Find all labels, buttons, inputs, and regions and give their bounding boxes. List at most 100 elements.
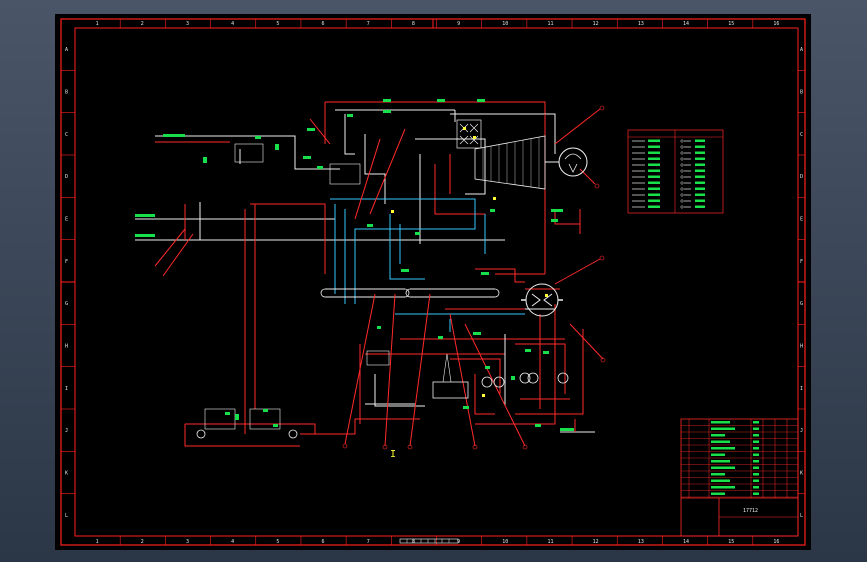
legend-label-left: [648, 175, 660, 178]
zone-col-bottom-13: 13: [638, 539, 644, 545]
zone-row-right-K: K: [800, 471, 803, 477]
title-block-entry: [711, 473, 725, 476]
zone-row-left-C: C: [65, 132, 68, 138]
legend-label-right: [695, 163, 705, 166]
legend-table: [627, 129, 724, 214]
zone-col-top-3: 3: [186, 21, 189, 27]
zone-row-right-I: I: [800, 386, 803, 392]
zone-row-left-A: A: [65, 47, 68, 53]
zone-col-bottom-8: 8: [412, 539, 415, 545]
legend-symbol-right: [680, 157, 684, 161]
zone-col-bottom-7: 7: [367, 539, 370, 545]
zone-col-bottom-16: 16: [773, 539, 779, 545]
zone-row-left-K: K: [65, 471, 68, 477]
title-block-entry: [711, 434, 725, 437]
title-block-qty: [753, 440, 759, 443]
legend-symbol-right: [680, 205, 684, 209]
zone-row-right-J: J: [800, 428, 803, 434]
zone-col-bottom-6: 6: [322, 539, 325, 545]
pipe-network: [135, 101, 604, 447]
zone-col-top-9: 9: [457, 21, 460, 27]
zone-col-bottom-15: 15: [728, 539, 734, 545]
pumps: [196, 372, 569, 439]
zone-col-top-11: 11: [547, 21, 553, 27]
title-block: 17712: [680, 418, 799, 537]
zone-row-left-D: D: [65, 174, 68, 180]
legend-symbol-right: [680, 163, 684, 167]
zone-row-left-J: J: [65, 428, 68, 434]
zone-col-top-13: 13: [638, 21, 644, 27]
turbine-casing: [474, 135, 546, 190]
legend-symbol-right: [680, 181, 684, 185]
legend-label-right: [695, 199, 705, 202]
title-block-entry: [711, 492, 725, 495]
legend-symbol-right: [680, 145, 684, 149]
green-tags: [135, 99, 574, 431]
legend-label-left: [648, 205, 660, 208]
title-block-qty: [753, 486, 759, 489]
legend-label-left: [648, 181, 660, 184]
title-block-qty: [753, 460, 759, 463]
legend-label-left: [648, 145, 660, 148]
title-block-entry: [711, 447, 735, 450]
zone-col-top-14: 14: [683, 21, 689, 27]
zone-col-bottom-9: 9: [457, 539, 460, 545]
zone-col-top-8: 8: [412, 21, 415, 27]
title-block-qty: [753, 479, 759, 482]
title-block-qty: [753, 447, 759, 450]
zone-col-top-7: 7: [367, 21, 370, 27]
zone-row-right-H: H: [800, 344, 803, 350]
condenser-tubes: [531, 293, 553, 307]
zone-col-bottom-2: 2: [141, 539, 144, 545]
legend-symbol-right: [680, 175, 684, 179]
zone-row-right-A: A: [800, 47, 803, 53]
zone-col-bottom-12: 12: [593, 539, 599, 545]
inlet-box: [234, 143, 264, 163]
legend-label-right: [695, 169, 705, 172]
title-block-qty: [753, 427, 759, 430]
zone-col-bottom-3: 3: [186, 539, 189, 545]
legend-label-left: [648, 139, 660, 142]
legend-symbol-right: [680, 139, 684, 143]
zone-col-top-1: 1: [96, 21, 99, 27]
zone-col-bottom-1: 1: [96, 539, 99, 545]
zone-row-right-C: C: [800, 132, 803, 138]
legend-label-right: [695, 193, 705, 196]
zone-col-bottom-10: 10: [502, 539, 508, 545]
legend-symbol-right: [680, 187, 684, 191]
legend-symbol-right: [680, 151, 684, 155]
title-block-entry: [711, 440, 730, 443]
title-block-entry: [711, 453, 725, 456]
title-block-entry: [711, 479, 730, 482]
zone-row-left-E: E: [65, 217, 68, 223]
zone-col-bottom-11: 11: [547, 539, 553, 545]
zone-row-right-L: L: [800, 513, 803, 519]
zone-col-top-4: 4: [231, 21, 234, 27]
zone-row-right-F: F: [800, 259, 803, 265]
title-block-entry: [711, 421, 730, 424]
zone-row-right-G: G: [800, 301, 803, 307]
zone-row-left-B: B: [65, 90, 68, 96]
zone-row-left-H: H: [65, 344, 68, 350]
legend-label-left: [648, 157, 660, 160]
zone-row-left-F: F: [65, 259, 68, 265]
gland-heater: [329, 163, 361, 185]
legend-label-right: [695, 157, 705, 160]
legend-label-left: [648, 163, 660, 166]
title-block-qty: [753, 466, 759, 469]
heater-shells: [320, 288, 500, 298]
zone-col-bottom-5: 5: [276, 539, 279, 545]
feed-tank: [366, 350, 390, 366]
zone-col-top-6: 6: [322, 21, 325, 27]
deaerator-tank: [432, 381, 469, 399]
legend-label-left: [648, 169, 660, 172]
title-block-entry: [711, 460, 730, 463]
scale-bar: [399, 538, 459, 544]
legend-label-right: [695, 151, 705, 154]
schematic-svg: 1122334455667788991010111112121313141415…: [60, 18, 806, 546]
section-mark: I: [390, 449, 396, 460]
legend-label-right: [695, 175, 705, 178]
